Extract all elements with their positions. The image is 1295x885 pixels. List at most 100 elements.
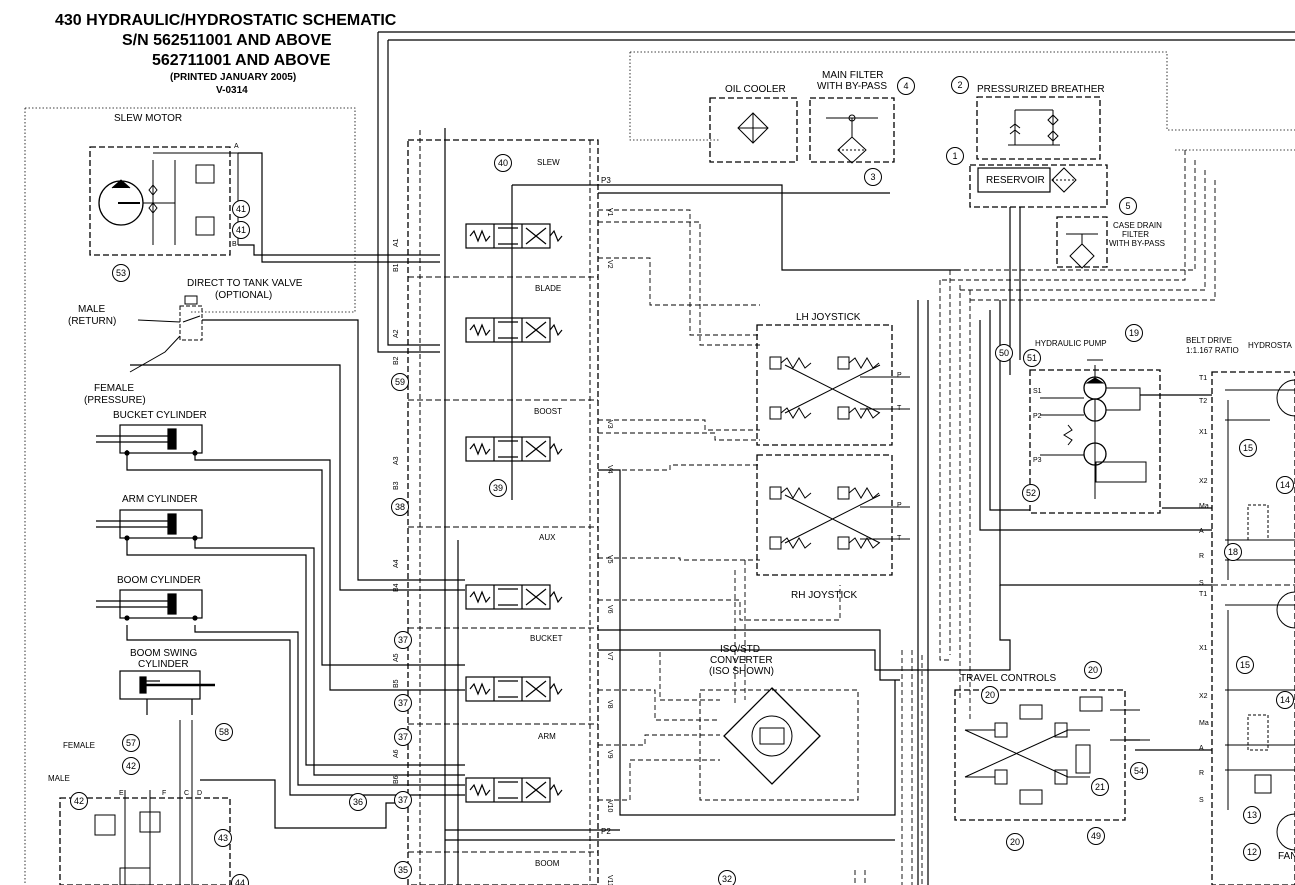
callout-bubble: 15 xyxy=(1239,439,1257,457)
valve-section-labels: SLEW BLADE BOOST AUX BUCKET ARM BOOM xyxy=(530,158,563,868)
callout-bubble: 15 xyxy=(1236,656,1254,674)
callout-bubble: 43 xyxy=(214,829,232,847)
section-arm: ARM xyxy=(538,732,556,741)
callout-number: 37 xyxy=(398,635,408,645)
spool-valve xyxy=(465,777,563,803)
callout-number: 19 xyxy=(1129,328,1139,338)
hydrostatic-port-label: S xyxy=(1199,580,1204,587)
control-valve-bank xyxy=(407,128,599,885)
outer-dotted-boundaries xyxy=(24,51,1295,885)
callout-bubble: 57 xyxy=(122,734,140,752)
callout-number: 50 xyxy=(999,348,1009,358)
spool-valves xyxy=(465,223,563,803)
lh-port-p: P xyxy=(897,372,902,379)
valve-port-label: B5 xyxy=(393,679,400,688)
boom-swing-cylinder xyxy=(119,670,215,715)
hydraulic-cylinder xyxy=(96,424,203,456)
label-boom-swing-1: BOOM SWING xyxy=(130,648,197,659)
swing-port-f: F xyxy=(162,790,166,797)
valve-port-label: A1 xyxy=(393,238,400,247)
section-boost: BOOST xyxy=(534,407,562,416)
section-slew: SLEW xyxy=(537,158,560,167)
callout-bubble: 42 xyxy=(122,757,140,775)
callout-number: 42 xyxy=(74,796,84,806)
valve-port-labels: A1B1A2B2A3B3A4B4A5B5A6B6V1V2V3V4V5V6V7V8… xyxy=(393,208,613,885)
callout-bubble: 40 xyxy=(494,154,512,172)
callout-number: 44 xyxy=(235,878,245,885)
valve-port-label: V6 xyxy=(606,605,613,614)
callout-number: 52 xyxy=(1026,488,1036,498)
main-filter xyxy=(809,97,895,164)
valve-port-label: B2 xyxy=(393,356,400,365)
lh-joystick-block xyxy=(756,324,910,446)
callout-bubble: 14 xyxy=(1276,476,1294,494)
label-iso-3: (ISO SHOWN) xyxy=(709,666,774,677)
joysticks xyxy=(756,324,910,576)
hydrostatic-port-label: Ma xyxy=(1199,720,1209,727)
label-boom-cylinder: BOOM CYLINDER xyxy=(117,575,201,586)
label-case-drain-2: FILTER xyxy=(1122,230,1149,239)
callout-number: 36 xyxy=(353,797,363,807)
callout-number: 42 xyxy=(126,761,136,771)
spool-valve xyxy=(465,584,563,610)
supply-return-lines xyxy=(445,184,1212,885)
reservoir xyxy=(969,164,1108,208)
callout-number: 59 xyxy=(395,377,405,387)
pilot-lines xyxy=(598,150,1216,885)
swing-valve-block xyxy=(59,720,231,885)
valve-port-label: B6 xyxy=(393,775,400,784)
label-slew-motor: SLEW MOTOR xyxy=(114,113,182,124)
spool-valve xyxy=(465,676,563,702)
section-bucket: BUCKET xyxy=(530,634,563,643)
hydrostatic-port-label: A xyxy=(1199,528,1204,535)
callout-bubble: 50 xyxy=(995,344,1013,362)
valve-port-label: B1 xyxy=(393,263,400,272)
label-direct-tank-1: DIRECT TO TANK VALVE xyxy=(187,278,303,289)
callout-number: 35 xyxy=(398,865,408,875)
callout-bubble: 51 xyxy=(1023,349,1041,367)
callout-bubble: 20 xyxy=(1084,661,1102,679)
cylinders xyxy=(96,424,203,621)
callout-bubble: 41 xyxy=(232,200,250,218)
callout-bubble: 58 xyxy=(215,723,233,741)
label-direct-tank-2: (OPTIONAL) xyxy=(215,290,272,301)
print-date: (PRINTED JANUARY 2005) xyxy=(170,72,297,83)
label-belt-drive-2: 1:1.167 RATIO xyxy=(1186,346,1239,355)
valve-port-label: A5 xyxy=(393,653,400,662)
callout-number: 5 xyxy=(1125,201,1130,211)
hydrostatic-port-label: R xyxy=(1199,770,1204,777)
callout-number: 54 xyxy=(1134,766,1144,776)
port-p3: P3 xyxy=(601,176,611,185)
callout-bubble: 12 xyxy=(1243,843,1261,861)
callout-bubble: 41 xyxy=(232,221,250,239)
callout-number: 51 xyxy=(1027,353,1037,363)
valve-port-label: V9 xyxy=(606,750,613,759)
callout-number: 12 xyxy=(1247,847,1257,857)
hydrostatic-port-label: X1 xyxy=(1199,429,1208,436)
callout-number: 39 xyxy=(493,483,503,493)
lh-port-t: T xyxy=(897,405,902,412)
callout-number: 37 xyxy=(398,732,408,742)
label-female: FEMALE xyxy=(94,383,134,394)
label-lh-joystick: LH JOYSTICK xyxy=(796,312,861,323)
callout-bubble: 19 xyxy=(1125,324,1143,342)
spool-valve xyxy=(465,223,563,249)
callout-number: 53 xyxy=(116,268,126,278)
schematic-title: 430 HYDRAULIC/HYDROSTATIC SCHEMATIC xyxy=(55,12,397,29)
serial-range-1: S/N 562511001 AND ABOVE xyxy=(122,32,332,49)
callout-bubble: 20 xyxy=(1006,833,1024,851)
callout-bubble: 44 xyxy=(231,874,249,885)
label-arm-cylinder: ARM CYLINDER xyxy=(122,494,198,505)
callout-bubble: 37 xyxy=(394,631,412,649)
hydrostatic-port-label: Ma xyxy=(1199,503,1209,510)
hydrostatic-port-label: X2 xyxy=(1199,478,1208,485)
callout-bubble: 4 xyxy=(897,77,915,95)
hydrostatic-port-label: T2 xyxy=(1199,398,1207,405)
callout-bubble: 20 xyxy=(981,686,999,704)
direct-to-tank-valve xyxy=(129,295,203,373)
case-drain-filter xyxy=(1056,216,1108,269)
rh-joystick-block xyxy=(756,454,910,576)
callout-number: 13 xyxy=(1247,810,1257,820)
